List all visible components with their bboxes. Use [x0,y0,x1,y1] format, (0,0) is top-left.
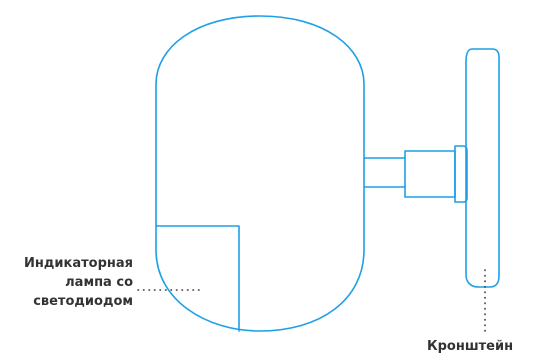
bracket-label: Кронштейн [427,339,514,354]
led-lamp-label-line3: светодиодом [33,294,133,309]
led-lamp-label-line2: лампа со [65,275,133,290]
led-lens-outline [155,225,240,332]
bracket-outline [465,48,500,288]
sensor-body-outline [155,15,365,332]
led-lamp-label: Индикаторная лампа со светодиодом [24,254,133,311]
led-lamp-label-line1: Индикаторная [24,256,133,271]
mount-arm-outline [363,150,456,198]
mount-collar-outline [454,145,468,203]
